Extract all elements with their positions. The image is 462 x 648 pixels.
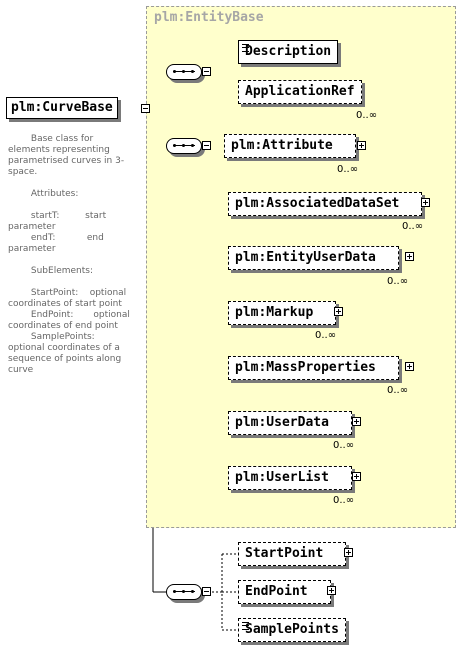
- expand-icon[interactable]: [352, 472, 361, 481]
- element-associated-data-set[interactable]: plm:AssociatedDataSet: [228, 192, 423, 216]
- group-title: plm:EntityBase: [154, 10, 264, 25]
- element-end-point[interactable]: EndPoint: [238, 580, 331, 604]
- element-attribute[interactable]: plm:Attribute: [224, 134, 356, 158]
- documentation-icon: [242, 44, 249, 52]
- element-user-list[interactable]: plm:UserList: [228, 466, 352, 490]
- element-application-ref[interactable]: ApplicationRef: [238, 80, 362, 104]
- documentation-icon: [242, 622, 249, 630]
- sequence-compositor-icon: [166, 138, 202, 154]
- root-label: plm:CurveBase: [11, 100, 113, 115]
- documentation-text: Base class for elements representing par…: [8, 134, 130, 375]
- expand-icon[interactable]: [405, 252, 414, 261]
- curve-base-element[interactable]: plm:CurveBase: [6, 97, 118, 119]
- multiplicity-label: 0..∞: [333, 495, 355, 506]
- expand-icon[interactable]: [344, 548, 353, 557]
- multiplicity-label: 0..∞: [356, 110, 378, 121]
- expand-icon[interactable]: [405, 362, 414, 371]
- element-sample-points[interactable]: SamplePoints: [238, 618, 346, 642]
- sequence-compositor-icon: [166, 64, 202, 80]
- sequence-compositor-icon: [166, 584, 202, 600]
- element-user-data[interactable]: plm:UserData: [228, 411, 352, 435]
- multiplicity-label: 0..∞: [333, 440, 355, 451]
- element-mass-properties[interactable]: plm:MassProperties: [228, 356, 399, 380]
- element-markup[interactable]: plm:Markup: [228, 301, 337, 325]
- collapse-sequence-icon[interactable]: [202, 141, 211, 150]
- element-entity-user-data[interactable]: plm:EntityUserData: [228, 246, 399, 270]
- element-start-point[interactable]: StartPoint: [238, 542, 347, 566]
- multiplicity-label: 0..∞: [387, 276, 409, 287]
- expand-icon[interactable]: [352, 417, 361, 426]
- element-description[interactable]: Description: [238, 40, 339, 64]
- expand-icon[interactable]: [334, 307, 343, 316]
- multiplicity-label: 0..∞: [387, 385, 409, 396]
- expand-icon[interactable]: [421, 198, 430, 207]
- expand-icon[interactable]: [357, 141, 366, 150]
- collapse-sequence-icon[interactable]: [202, 67, 211, 76]
- multiplicity-label: 0..∞: [402, 221, 424, 232]
- collapse-sequence-icon[interactable]: [202, 587, 211, 596]
- expand-icon[interactable]: [327, 586, 336, 595]
- multiplicity-label: 0..∞: [315, 330, 337, 341]
- collapse-root-icon[interactable]: [141, 104, 150, 113]
- multiplicity-label: 0..∞: [337, 164, 359, 175]
